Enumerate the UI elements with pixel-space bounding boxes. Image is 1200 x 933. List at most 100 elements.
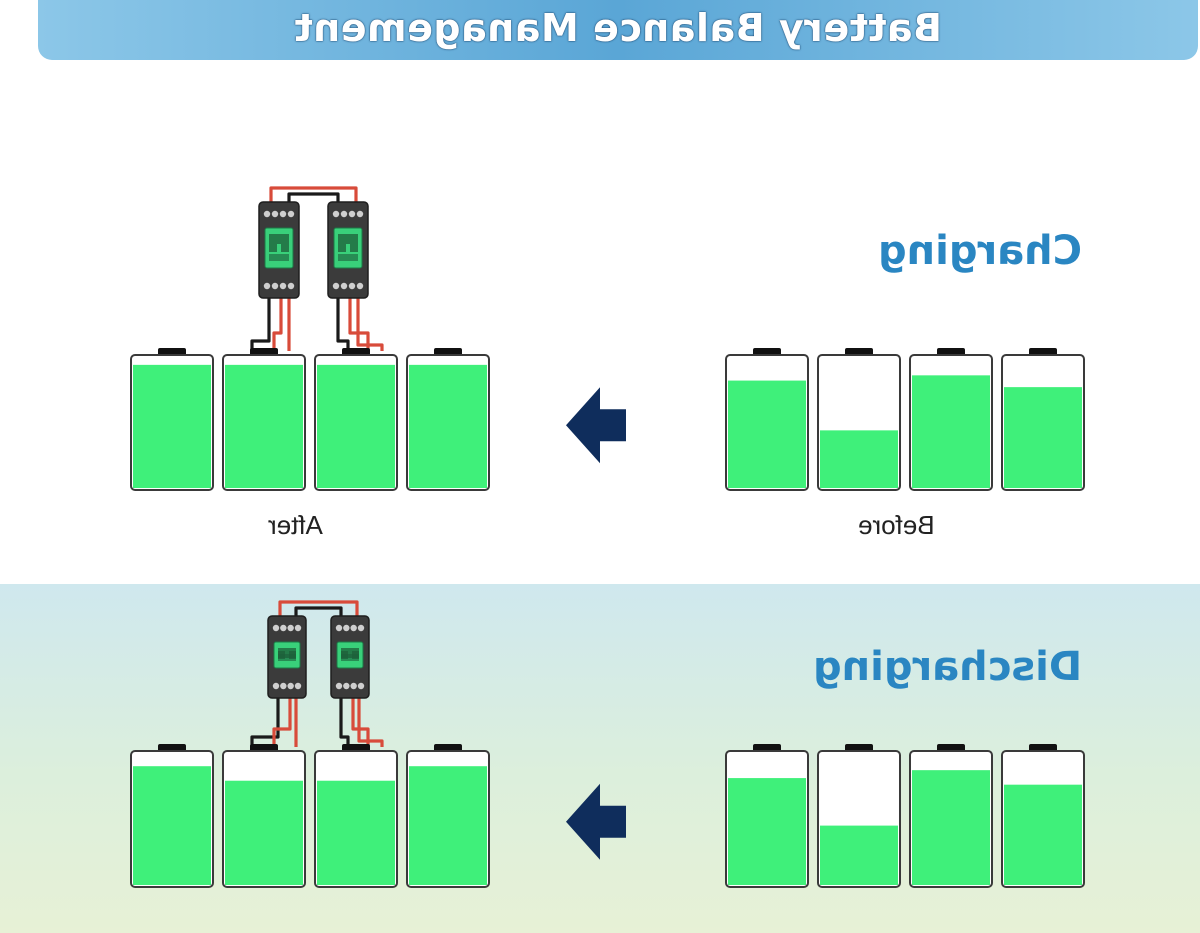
terminal-screw (294, 624, 302, 632)
terminal-screw (279, 210, 287, 218)
terminal-screw (294, 682, 302, 690)
battery-charge-level (409, 766, 487, 885)
after-battery-4 (406, 348, 490, 491)
terminal-screw (340, 282, 348, 290)
charging-section: Charging Before After (0, 60, 1200, 580)
left-arrow-icon (566, 783, 626, 860)
terminal-screw (287, 210, 295, 218)
screen-segment (269, 234, 289, 244)
terminal-screw (343, 682, 350, 690)
black-wire (250, 298, 271, 351)
red-wire (357, 698, 384, 747)
battery-charge-level (728, 778, 806, 885)
terminal-screw (356, 282, 364, 290)
screen-segment (338, 244, 346, 252)
battery-charge-level (912, 770, 990, 885)
battery-charge-level (820, 825, 898, 885)
red-wire (356, 298, 384, 351)
terminal-screw (271, 282, 279, 290)
battery-charge-level (317, 364, 395, 488)
screen-segment (341, 648, 359, 658)
before-battery-4 (1001, 348, 1085, 491)
before-battery-3 (909, 348, 993, 491)
battery-charge-level (225, 364, 303, 488)
black-wire (287, 192, 340, 202)
terminal-screw (287, 282, 295, 290)
terminal-screw (343, 624, 350, 632)
battery-charge-level (912, 375, 990, 488)
left-arrow-icon (566, 387, 626, 464)
after-battery-2 (222, 348, 306, 491)
red-wire (269, 186, 358, 202)
terminal-screw (335, 682, 343, 690)
black-wire (250, 698, 280, 747)
screen-segment (269, 244, 277, 252)
terminal-screw (332, 210, 340, 218)
battery-charge-level (225, 780, 303, 885)
after-battery-4 (406, 744, 490, 888)
terminal-screw (280, 682, 287, 690)
terminal-screw (350, 624, 357, 632)
battery-charge-level (317, 780, 395, 885)
discharging-section: Discharging (0, 584, 1200, 933)
terminal-screw (335, 624, 343, 632)
balancer-right (330, 615, 370, 699)
red-wire (278, 600, 359, 616)
terminal-screw (357, 682, 365, 690)
battery-charge-level (820, 430, 898, 488)
terminal-screw (340, 210, 348, 218)
balancer-right (327, 201, 369, 299)
screen-segment (338, 234, 358, 244)
before-battery-1 (725, 348, 809, 491)
before-battery-2 (817, 744, 901, 888)
balancer-left (258, 201, 300, 299)
black-wire (336, 298, 350, 351)
screen-segment (278, 654, 296, 661)
terminal-screw (280, 624, 287, 632)
terminal-screw (272, 682, 280, 690)
screen-segment (281, 244, 289, 252)
before-battery-2 (817, 348, 901, 491)
battery-charge-level (728, 380, 806, 488)
after-battery-3 (314, 744, 398, 888)
terminal-screw (350, 682, 357, 690)
screen-segment (269, 254, 289, 261)
terminal-screw (272, 624, 280, 632)
battery-charge-level (133, 364, 211, 488)
before-battery-4 (1001, 744, 1085, 888)
balancer-left (267, 615, 307, 699)
before-battery-1 (725, 744, 809, 888)
before-battery-3 (909, 744, 993, 888)
discharging-diagram (130, 600, 1085, 888)
terminal-screw (287, 624, 294, 632)
terminal-screw (263, 282, 271, 290)
charging-diagram (130, 186, 1085, 491)
after-battery-1 (130, 348, 214, 491)
black-wire (294, 606, 343, 616)
after-battery-2 (222, 744, 306, 888)
screen-segment (350, 244, 358, 252)
header-bar: Battery Balance Management (38, 0, 1198, 60)
terminal-screw (287, 682, 294, 690)
screen-segment (341, 654, 359, 661)
screen-segment (338, 254, 358, 261)
terminal-screw (356, 210, 364, 218)
battery-charge-level (1004, 784, 1082, 885)
battery-charge-level (133, 766, 211, 885)
terminal-screw (348, 282, 356, 290)
battery-charge-level (409, 364, 487, 488)
black-wire (339, 698, 350, 747)
after-battery-1 (130, 744, 214, 888)
terminal-screw (263, 210, 271, 218)
terminal-screw (332, 282, 340, 290)
battery-charge-level (1004, 387, 1082, 488)
terminal-screw (279, 282, 287, 290)
terminal-screw (357, 624, 365, 632)
page-title: Battery Balance Management (293, 6, 942, 50)
red-wire (272, 698, 292, 747)
terminal-screw (271, 210, 279, 218)
after-battery-3 (314, 348, 398, 491)
terminal-screw (348, 210, 356, 218)
screen-segment (278, 648, 296, 658)
red-wire (272, 298, 283, 351)
